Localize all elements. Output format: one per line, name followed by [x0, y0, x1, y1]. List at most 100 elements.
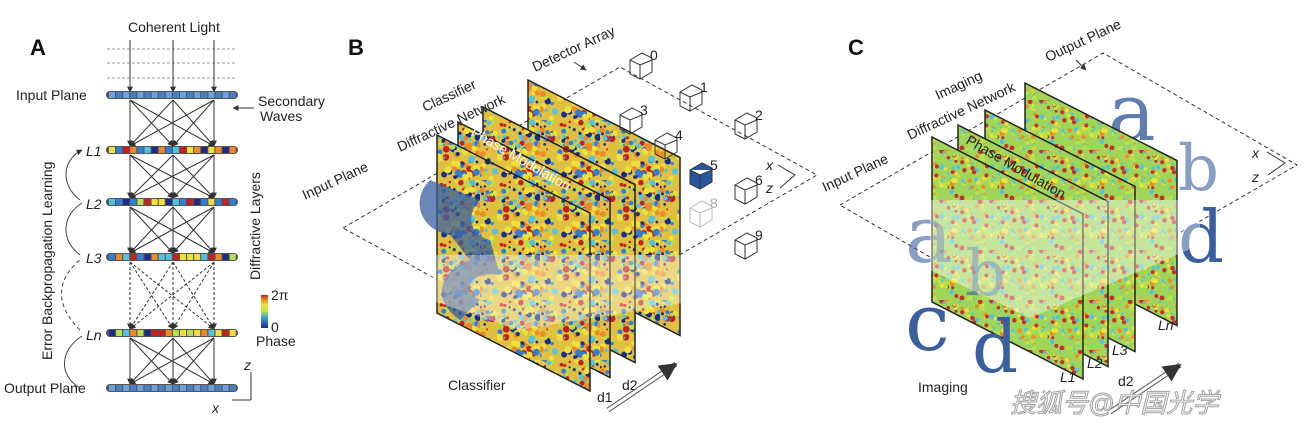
pixel — [137, 385, 144, 391]
pixel — [222, 385, 229, 391]
pixel — [172, 199, 179, 205]
detector-cube-icon — [734, 112, 758, 140]
pixel — [123, 199, 130, 205]
detector-5: 5 — [689, 157, 718, 190]
pixel — [208, 330, 215, 336]
pixel — [229, 199, 236, 205]
error-backprop-label: Error Backpropagation Learning — [39, 162, 55, 360]
pixel — [201, 147, 208, 153]
pixel — [222, 199, 229, 205]
panel-b: B Phase Modulation Detector Array Classi… — [300, 22, 819, 413]
pixel — [144, 385, 151, 391]
pixel — [194, 199, 201, 205]
propagation-line — [172, 261, 215, 330]
pixel — [187, 147, 194, 153]
pixel — [130, 254, 137, 260]
panel-a-label: A — [30, 35, 46, 60]
c-input-plane-label: Input Plane — [820, 150, 891, 195]
diffractive-layer-bars — [106, 91, 238, 392]
pixel — [130, 147, 137, 153]
c-layer-ln: Ln — [1158, 317, 1174, 333]
pixel — [172, 92, 179, 98]
input-letter-c: c — [905, 276, 950, 369]
propagation-line — [129, 154, 215, 199]
pixel — [229, 92, 236, 98]
pixel — [109, 199, 115, 205]
diffractive-layer-bar — [106, 329, 238, 337]
propagation-line — [129, 99, 215, 147]
c-axes-icon — [1266, 151, 1286, 176]
pixel — [144, 92, 151, 98]
pixel — [151, 147, 158, 153]
pixel — [208, 254, 215, 260]
pixel — [158, 147, 165, 153]
pixel — [130, 385, 137, 391]
detector-label: 3 — [640, 102, 648, 118]
pixel — [151, 254, 158, 260]
pixel — [144, 199, 151, 205]
colorbar-min: 0 — [271, 319, 279, 335]
input-letters: a b c d — [905, 188, 1018, 389]
pixel — [229, 147, 236, 153]
pixel — [229, 330, 236, 336]
propagation-line — [172, 154, 215, 199]
detector-label: 9 — [755, 227, 763, 243]
detector-cube-icon — [629, 52, 653, 80]
propagation-line — [129, 206, 174, 254]
b-diffractive-layers — [436, 78, 681, 393]
b-axes-icon — [777, 164, 796, 189]
diffractive-layer-bar — [106, 198, 238, 206]
detector-9: 9 — [734, 227, 763, 260]
detector-label: 4 — [675, 127, 683, 143]
propagation-line — [129, 337, 174, 385]
wavefront-lines — [107, 48, 236, 79]
pixel — [137, 92, 144, 98]
c-imaging-bottom-label: Imaging — [918, 379, 968, 395]
phase-colorbar — [261, 295, 268, 328]
pixel — [165, 330, 172, 336]
detector-array-arrow — [573, 61, 587, 71]
layer-label-ln: Ln — [86, 327, 102, 343]
pixel — [109, 92, 115, 98]
detector-cube-icon — [689, 200, 713, 228]
b-input-plane-label: Input Plane — [300, 158, 371, 203]
detector-label: 8 — [710, 195, 718, 211]
pixel — [123, 254, 130, 260]
propagation-line — [172, 206, 215, 254]
detector-1: 1 — [679, 79, 708, 112]
detector-cube-icon — [619, 107, 643, 135]
output-plane-label: Output Plane — [4, 380, 86, 396]
axis-x: x — [211, 400, 220, 416]
pixel — [172, 147, 179, 153]
input-letter-d: d — [972, 305, 1018, 389]
input-digit-shape — [419, 180, 500, 320]
c-output-plane-label: Output Plane — [1043, 16, 1124, 65]
pixel — [123, 92, 130, 98]
panel-c-label: C — [848, 35, 864, 60]
pixel — [180, 385, 186, 391]
pixel — [229, 254, 236, 260]
detector-cube-icon — [734, 177, 758, 205]
diffractive-layers-label: Diffractive Layers — [247, 172, 263, 280]
input-plane-label: Input Plane — [16, 87, 87, 103]
pixel — [172, 385, 179, 391]
pixel — [165, 254, 172, 260]
colorbar-max: 2π — [271, 287, 289, 303]
output-letters: a b d — [1108, 66, 1224, 279]
panel-b-label: B — [348, 35, 364, 60]
panel-a: A Coherent Light Input Plane Output Plan… — [4, 19, 325, 416]
propagation-line — [129, 206, 215, 254]
pixel — [208, 92, 215, 98]
pixel — [109, 385, 115, 391]
pixel — [116, 330, 123, 336]
pixel — [137, 147, 144, 153]
pixel — [130, 330, 137, 336]
detector-label: 1 — [700, 79, 708, 95]
pixel — [123, 147, 130, 153]
c-distance-d2: d2 — [1118, 373, 1134, 389]
distance-d2: d2 — [622, 377, 638, 393]
pixel — [215, 254, 222, 260]
pixel — [158, 254, 165, 260]
